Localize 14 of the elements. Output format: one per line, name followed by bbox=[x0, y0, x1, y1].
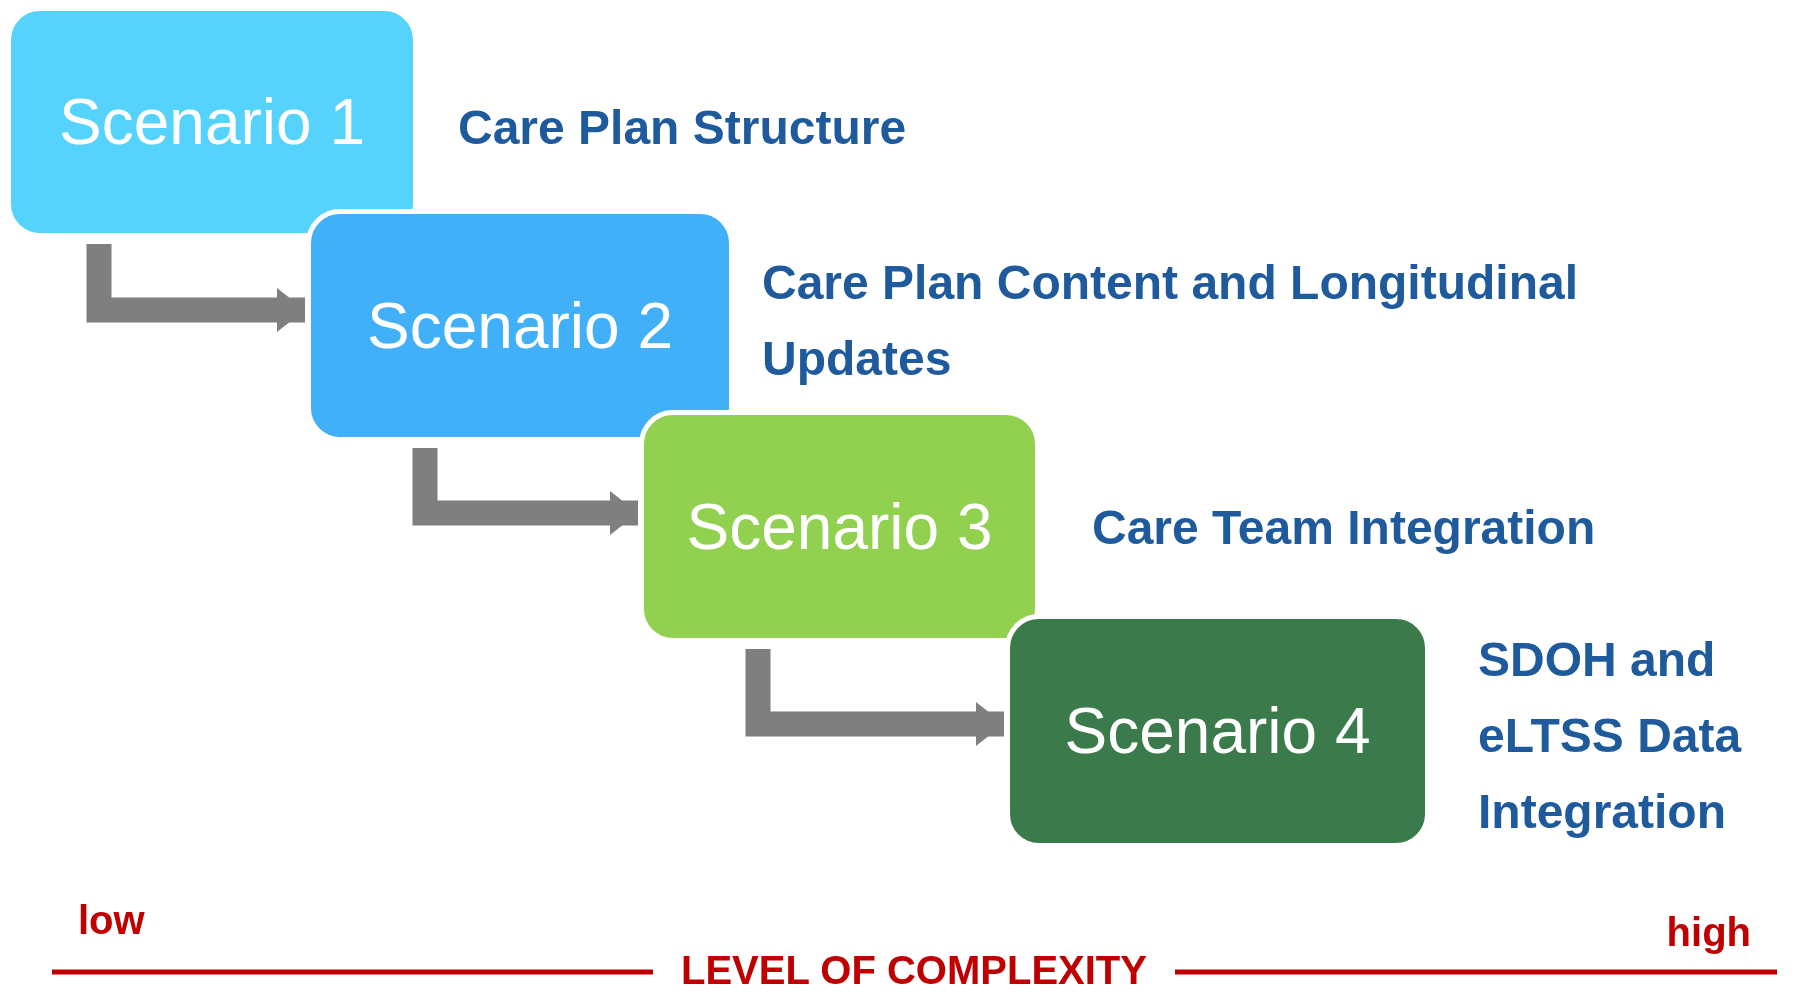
scenario-description: Care Team Integration bbox=[1092, 500, 1597, 556]
axis-title: LEVEL OF COMPLEXITY bbox=[681, 948, 1147, 992]
elbow-arrow bbox=[412, 448, 638, 535]
elbow-arrow bbox=[86, 244, 305, 332]
axis-end-label: low bbox=[78, 898, 145, 943]
scenario-description: Care Plan Content and Longitudinal Updates bbox=[762, 255, 1579, 387]
scenario-description: SDOH and eLTSS Data Integration bbox=[1478, 632, 1743, 840]
scenario-label: Scenario 4 bbox=[1064, 694, 1371, 768]
elbow-arrow bbox=[745, 649, 1004, 746]
axis-end-label: high bbox=[1666, 910, 1751, 955]
scenario-label: Scenario 1 bbox=[59, 85, 365, 159]
scenario-label: Scenario 3 bbox=[686, 489, 993, 564]
scenario-description: Care Plan Structure bbox=[458, 100, 908, 156]
scenario-label: Scenario 2 bbox=[367, 288, 673, 363]
